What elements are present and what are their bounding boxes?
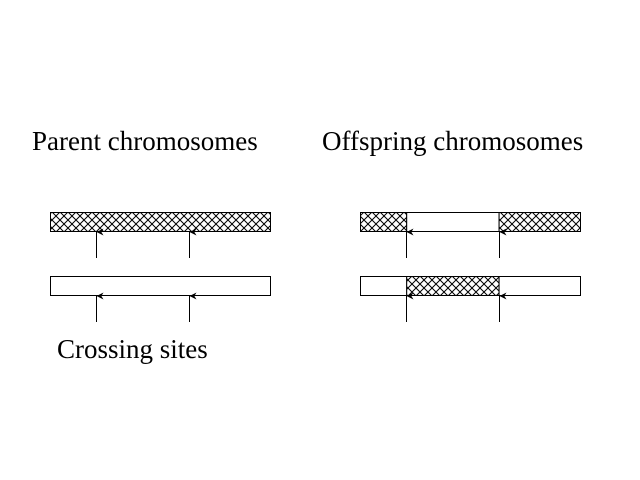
chromosome-offspring-2 — [360, 276, 582, 322]
chromosome-segment-plain — [498, 276, 582, 296]
chromosome-segment-hatched — [50, 212, 271, 232]
chromosome-parent-1 — [50, 212, 271, 258]
offspring-chromosomes-heading: Offspring chromosomes — [322, 126, 583, 156]
parent-chromosomes-group — [50, 212, 271, 322]
chromosome-segment-hatched — [360, 212, 408, 232]
crossing-sites-caption: Crossing sites — [57, 334, 208, 364]
chromosome-outline — [50, 276, 271, 296]
chromosome-segment-plain — [50, 276, 271, 296]
chromosome-segment-hatched — [498, 212, 582, 232]
chromosome-parent-2 — [50, 276, 271, 322]
chromosome-segment-hatched — [406, 276, 500, 296]
chromosome-offspring-1 — [360, 212, 582, 258]
chromosome-segment-plain — [406, 212, 500, 232]
chromosome-outline — [360, 212, 581, 232]
chromosome-segment-plain — [360, 276, 408, 296]
parent-chromosomes-heading: Parent chromosomes — [32, 126, 258, 156]
offspring-chromosomes-group — [360, 212, 582, 322]
chromosome-outline — [50, 212, 271, 232]
chromosome-outline — [360, 276, 581, 296]
